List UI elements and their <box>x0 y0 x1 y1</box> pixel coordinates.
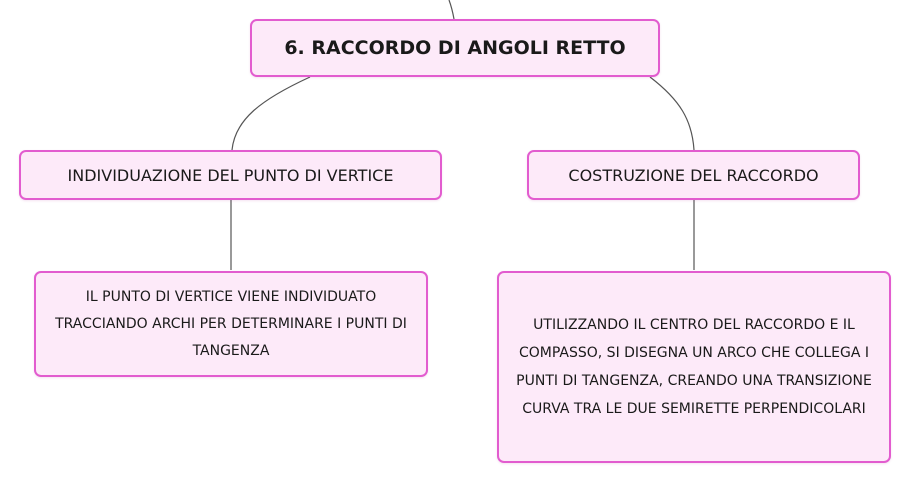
node-costruzione-raccordo-description-text: UTILIZZANDO IL CENTRO DEL RACCORDO E IL … <box>516 317 872 417</box>
node-individuazione-punto-vertice-label: INDIVIDUAZIONE DEL PUNTO DI VERTICE <box>67 165 394 185</box>
connector-root-to-right <box>649 76 695 151</box>
connector-root-to-left <box>231 76 311 151</box>
node-costruzione-raccordo-label: COSTRUZIONE DEL RACCORDO <box>568 165 819 185</box>
node-individuazione-punto-vertice[interactable]: INDIVIDUAZIONE DEL PUNTO DI VERTICE <box>19 150 442 200</box>
root-node-label: 6. RACCORDO DI ANGOLI RETTO <box>284 37 626 59</box>
node-punto-vertice-description[interactable]: IL PUNTO DI VERTICE VIENE INDIVIDUATO TR… <box>34 271 428 377</box>
node-costruzione-raccordo-description[interactable]: UTILIZZANDO IL CENTRO DEL RACCORDO E IL … <box>497 271 891 463</box>
node-punto-vertice-description-text: IL PUNTO DI VERTICE VIENE INDIVIDUATO TR… <box>55 288 407 359</box>
root-node[interactable]: 6. RACCORDO DI ANGOLI RETTO <box>250 19 660 77</box>
connector-parent-to-root <box>448 0 455 20</box>
node-costruzione-raccordo[interactable]: COSTRUZIONE DEL RACCORDO <box>527 150 860 200</box>
